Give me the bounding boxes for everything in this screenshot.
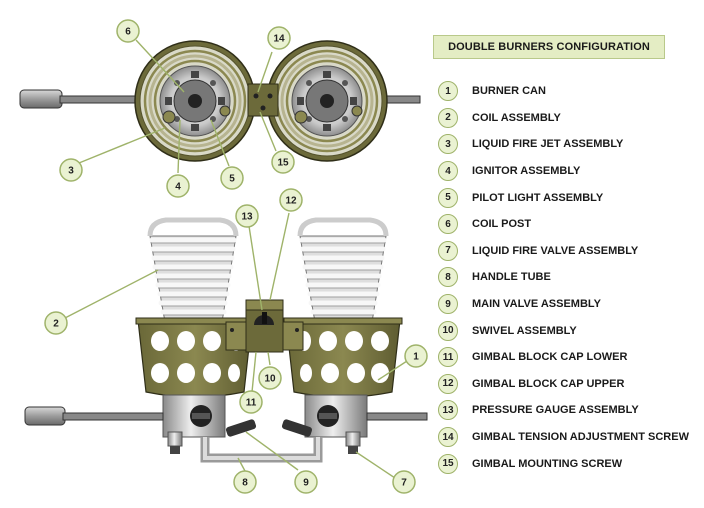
- hose-front-left: [62, 412, 164, 421]
- legend-label: GIMBAL BLOCK CAP UPPER: [472, 377, 625, 390]
- legend-label: MAIN VALVE ASSEMBLY: [472, 298, 601, 311]
- callout-4: 4: [166, 174, 190, 198]
- legend-item: 6 COIL POST: [438, 211, 704, 238]
- callout-14: 14: [267, 26, 291, 50]
- burner-can-left: [135, 317, 255, 398]
- handle-tube: [200, 437, 323, 463]
- svg-text:4: 4: [175, 182, 181, 193]
- front-view: [24, 217, 428, 463]
- legend-label: BURNER CAN: [472, 85, 546, 98]
- legend-item: 1 BURNER CAN: [438, 78, 704, 105]
- legend-label: SWIVEL ASSEMBLY: [472, 324, 577, 337]
- legend-label: HANDLE TUBE: [472, 271, 551, 284]
- svg-text:1: 1: [413, 352, 419, 363]
- coil-stack-right: [297, 217, 389, 323]
- hose-left: [59, 95, 141, 104]
- callout-7: 7: [392, 470, 416, 494]
- legend-label: GIMBAL TENSION ADJUSTMENT SCREW: [472, 431, 689, 444]
- hose-front-right: [366, 412, 428, 421]
- svg-text:5: 5: [229, 174, 235, 185]
- legend-number-badge: 9: [438, 294, 458, 315]
- legend-item: 3 LIQUID FIRE JET ASSEMBLY: [438, 131, 704, 158]
- legend-item: 8 HANDLE TUBE: [438, 264, 704, 291]
- legend-item: 9 MAIN VALVE ASSEMBLY: [438, 291, 704, 318]
- legend-label: GIMBAL MOUNTING SCREW: [472, 457, 623, 470]
- legend-item: 7 LIQUID FIRE VALVE ASSEMBLY: [438, 238, 704, 265]
- legend-item: 2 COIL ASSEMBLY: [438, 105, 704, 132]
- coil-stack-left: [147, 217, 239, 323]
- svg-text:12: 12: [285, 196, 297, 207]
- callout-8: 8: [233, 470, 257, 494]
- legend-item: 5 PILOT LIGHT ASSEMBLY: [438, 184, 704, 211]
- legend-item: 14 GIMBAL TENSION ADJUSTMENT SCREW: [438, 424, 704, 451]
- svg-text:14: 14: [273, 34, 285, 45]
- legend-number-badge: 13: [438, 400, 458, 421]
- legend-number-badge: 6: [438, 214, 458, 235]
- legend-label: LIQUID FIRE JET ASSEMBLY: [472, 138, 624, 151]
- callout-5: 5: [220, 166, 244, 190]
- callout-2: 2: [44, 311, 68, 335]
- burner-can-right: [283, 317, 403, 398]
- legend-label: PILOT LIGHT ASSEMBLY: [472, 191, 604, 204]
- legend: 1 BURNER CAN 2 COIL ASSEMBLY 3 LIQUID FIRE JE…: [438, 78, 704, 477]
- legend-number-badge: 12: [438, 373, 458, 394]
- legend-item: 15 GIMBAL MOUNTING SCREW: [438, 450, 704, 477]
- svg-text:11: 11: [246, 398, 257, 409]
- legend-number-badge: 11: [438, 347, 458, 368]
- legend-number-badge: 3: [438, 134, 458, 155]
- legend-label: IGNITOR ASSEMBLY: [472, 165, 581, 178]
- burner-top-right: [265, 39, 389, 163]
- gimbal-block-top: [247, 83, 279, 117]
- legend-item: 12 GIMBAL BLOCK CAP UPPER: [438, 371, 704, 398]
- legend-label: PRESSURE GAUGE ASSEMBLY: [472, 404, 639, 417]
- svg-text:3: 3: [68, 166, 74, 177]
- legend-label: GIMBAL BLOCK CAP LOWER: [472, 351, 628, 364]
- hose-fitting-left: [19, 89, 63, 109]
- legend-item: 11 GIMBAL BLOCK CAP LOWER: [438, 344, 704, 371]
- svg-text:6: 6: [125, 27, 131, 38]
- callout-10: 10: [258, 366, 282, 390]
- valve-body-right: [304, 394, 368, 454]
- hose-fitting-front: [24, 406, 66, 426]
- legend-number-badge: 5: [438, 187, 458, 208]
- valve-body-left: [162, 394, 226, 454]
- callout-lines: [64, 39, 408, 479]
- legend-label: LIQUID FIRE VALVE ASSEMBLY: [472, 244, 639, 257]
- callout-11: 11: [239, 390, 263, 414]
- gimbal-block: [225, 299, 304, 353]
- legend-item: 4 IGNITOR ASSEMBLY: [438, 158, 704, 185]
- callout-1: 1: [404, 344, 428, 368]
- callout-12: 12: [279, 188, 303, 212]
- top-view: [19, 39, 421, 163]
- svg-text:8: 8: [242, 478, 248, 489]
- legend-item: 10 SWIVEL ASSEMBLY: [438, 317, 704, 344]
- svg-text:2: 2: [53, 319, 59, 330]
- legend-item: 13 PRESSURE GAUGE ASSEMBLY: [438, 397, 704, 424]
- legend-number-badge: 8: [438, 267, 458, 288]
- legend-number-badge: 7: [438, 240, 458, 261]
- legend-label: COIL ASSEMBLY: [472, 111, 561, 124]
- legend-number-badge: 10: [438, 320, 458, 341]
- callout-9: 9: [294, 470, 318, 494]
- svg-text:15: 15: [277, 158, 289, 169]
- callouts: 6 14 3 4 5 15 13 12 2 1 10 11 8 9 7: [44, 19, 428, 494]
- legend-number-badge: 2: [438, 107, 458, 128]
- legend-label: COIL POST: [472, 218, 532, 231]
- callout-15: 15: [271, 150, 295, 174]
- svg-text:9: 9: [303, 478, 309, 489]
- legend-number-badge: 14: [438, 427, 458, 448]
- main-valve-handle-right: [281, 419, 313, 437]
- callout-6: 6: [116, 19, 140, 43]
- svg-text:10: 10: [264, 374, 276, 385]
- legend-number-badge: 1: [438, 81, 458, 102]
- legend-number-badge: 15: [438, 453, 458, 474]
- callout-13: 13: [235, 204, 259, 228]
- legend-number-badge: 4: [438, 161, 458, 182]
- diagram-title: DOUBLE BURNERS CONFIGURATION: [433, 35, 665, 59]
- callout-3: 3: [59, 158, 83, 182]
- svg-text:7: 7: [401, 478, 407, 489]
- main-valve-handle-left: [225, 419, 257, 437]
- svg-text:13: 13: [241, 212, 253, 223]
